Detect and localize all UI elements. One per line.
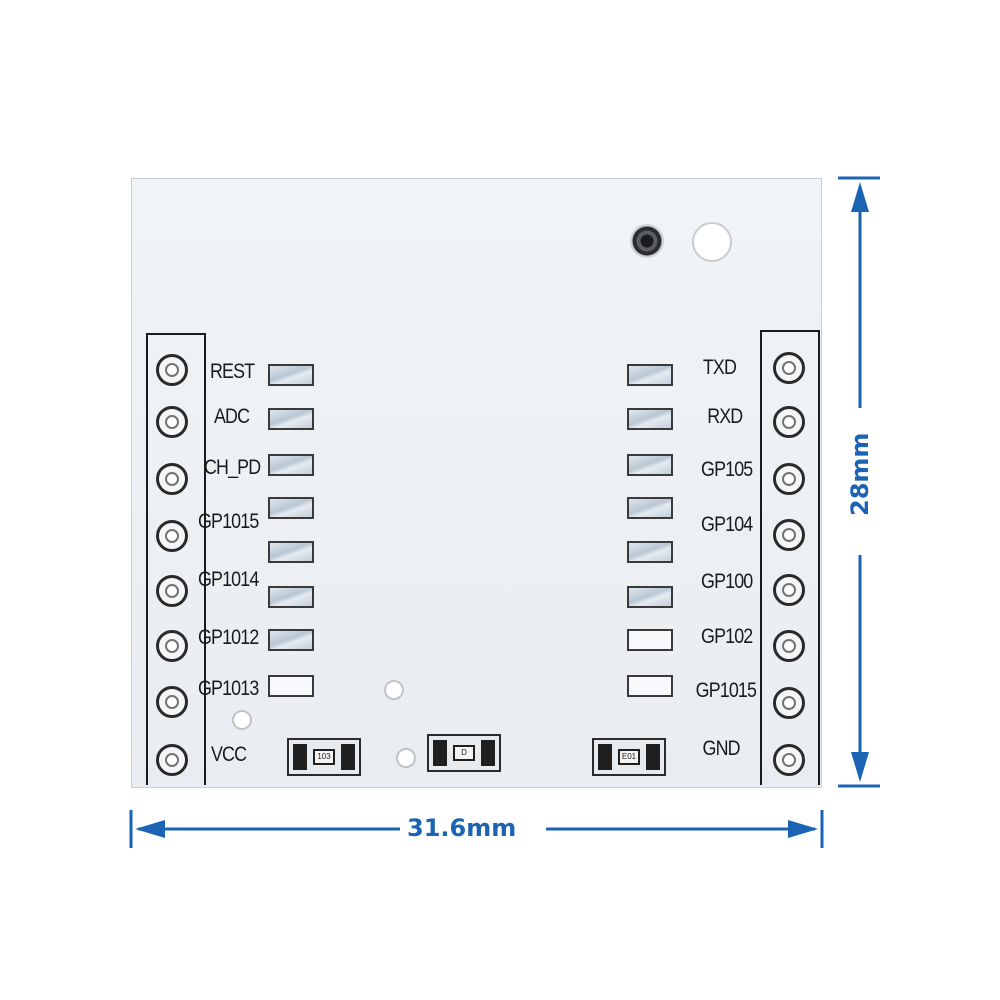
pin-label-rest: REST (210, 360, 255, 383)
solder-pad (627, 541, 673, 563)
header-pin (773, 519, 805, 551)
smd-marking: E01 (618, 749, 640, 765)
smd-marking: 103 (313, 749, 335, 765)
header-pin (773, 744, 805, 776)
solder-pad (627, 675, 673, 697)
solder-pad (268, 364, 314, 386)
solder-pad (268, 497, 314, 519)
height-dimension-label: 28mm (846, 432, 874, 516)
header-pin (156, 520, 188, 552)
solder-pad (268, 408, 314, 430)
solder-pad (627, 364, 673, 386)
solder-pad (268, 586, 314, 608)
header-pin (156, 744, 188, 776)
pin-label-gp1015-right: GP1015 (695, 679, 757, 702)
solder-pad (268, 675, 314, 697)
pin-label-gp104: GP104 (700, 513, 753, 536)
via-hole (384, 680, 404, 700)
header-pin (156, 575, 188, 607)
header-pin (773, 630, 805, 662)
via-hole (396, 748, 416, 768)
pin-label-gp105: GP105 (700, 458, 753, 481)
smd-marking: D (453, 745, 475, 761)
pin-label-adc: ADC (214, 405, 250, 428)
smd-component: D (427, 734, 501, 772)
pin-label-vcc: VCC (211, 743, 247, 766)
pin-label-gnd: GND (702, 737, 741, 760)
header-pin (156, 406, 188, 438)
pin-label-gp1014: GP1014 (198, 568, 259, 591)
pin-label-rxd: RXD (706, 405, 743, 428)
mounting-hole (692, 222, 732, 262)
pin-label-gp1015-left: GP1015 (198, 510, 259, 533)
smd-component: E01 (592, 738, 666, 776)
pin-label-gp1013: GP1013 (198, 677, 259, 700)
smd-component: 103 (287, 738, 361, 776)
solder-pad (627, 629, 673, 651)
pin-label-gp102: GP102 (700, 625, 753, 648)
pcb-board (131, 178, 822, 788)
solder-pad (268, 541, 314, 563)
solder-pad (627, 408, 673, 430)
right-pin-header (760, 330, 820, 785)
header-pin (773, 463, 805, 495)
left-pin-header (146, 333, 206, 785)
header-pin (773, 687, 805, 719)
solder-pad (627, 497, 673, 519)
pin-label-gp1012: GP1012 (198, 626, 259, 649)
pin-label-gp100: GP100 (700, 570, 753, 593)
header-pin (156, 354, 188, 386)
header-pin (156, 630, 188, 662)
solder-pad (627, 586, 673, 608)
header-pin (156, 686, 188, 718)
pin-label-txd: TXD (702, 356, 737, 379)
header-pin (773, 574, 805, 606)
header-pin (773, 406, 805, 438)
pin-label-ch-pd: CH_PD (204, 456, 261, 479)
width-dimension-label: 31.6mm (407, 814, 517, 842)
via-hole (630, 224, 664, 258)
solder-pad (268, 629, 314, 651)
header-pin (773, 352, 805, 384)
solder-pad (268, 454, 314, 476)
header-pin (156, 463, 188, 495)
solder-pad (627, 454, 673, 476)
via-hole (232, 710, 252, 730)
